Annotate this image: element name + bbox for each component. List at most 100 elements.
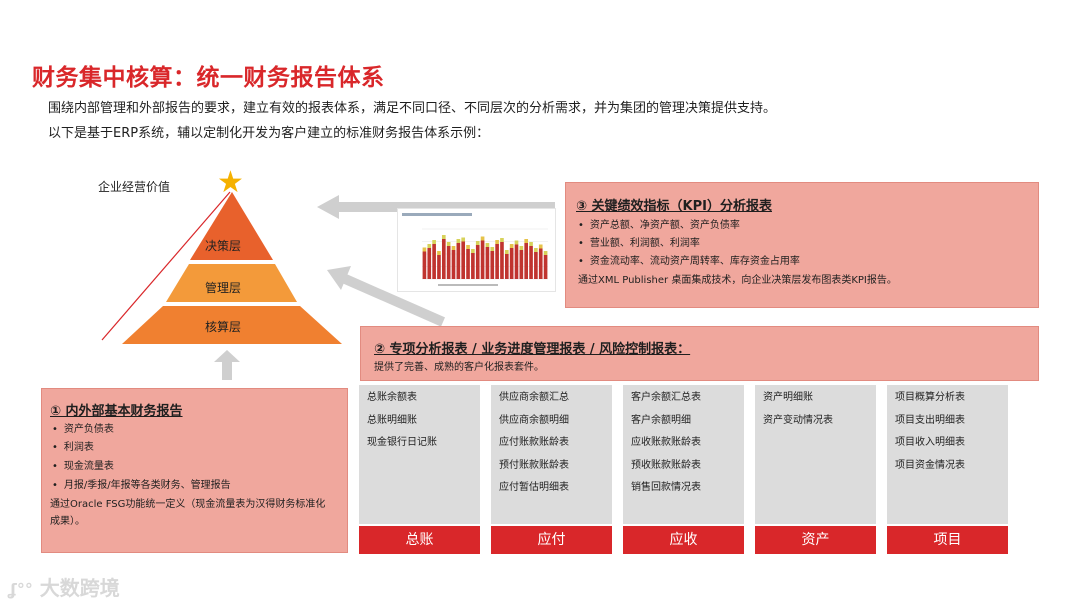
- kpi-chart-thumbnail: [397, 208, 556, 292]
- thumb-bar-cap: [437, 251, 441, 255]
- thumb-bar-cap: [456, 239, 461, 243]
- thumb-bar: [500, 242, 504, 279]
- module-column-gl: 总账余额表 总账明细账 现金银行日记账 总账: [359, 385, 480, 554]
- flow-arrows: [317, 195, 555, 327]
- tier-management-shape: [166, 264, 297, 302]
- module-column-ar: 客户余额汇总表 客户余额明细 应收账款账龄表 预收账款账龄表 销售回款情况表 应…: [623, 385, 744, 554]
- page-title: 财务集中核算：统一财务报告体系: [32, 65, 385, 91]
- report-item: 项目概算分析表: [895, 392, 965, 403]
- thumb-bar: [441, 239, 446, 279]
- flow-arrow-kpi-head: [317, 195, 339, 219]
- watermark-icon: ʆ°°: [8, 580, 33, 599]
- thumb-bar-cap: [519, 246, 524, 250]
- thumb-bar-cap: [427, 244, 432, 248]
- thumb-bar-cap: [451, 246, 456, 250]
- flow-arrow-special-line: [340, 273, 446, 327]
- thumb-bar: [451, 250, 456, 279]
- thumb-bar: [456, 243, 461, 279]
- thumb-bar: [471, 253, 475, 279]
- thumb-bar: [495, 244, 499, 279]
- thumb-bar: [422, 251, 427, 279]
- thumb-bar: [534, 252, 538, 279]
- basic-note-line-1: 通过Oracle FSG功能统一定义（现金流量表为汉得财务标准化: [50, 499, 326, 510]
- report-item: 供应商余额汇总: [499, 392, 569, 403]
- basic-bullet: 资产负债表: [52, 421, 114, 439]
- thumb-bar: [475, 245, 480, 279]
- report-item: 总账明细账: [367, 414, 417, 426]
- up-arrow-icon: [214, 350, 240, 380]
- kpi-bullet: 资产总额、净资产额、资产负债率: [578, 217, 740, 235]
- basic-note-line-2: 成果）。: [50, 516, 85, 527]
- thumb-legend: [438, 284, 498, 286]
- report-item: 总账余额表: [367, 392, 417, 403]
- thumb-bar: [529, 246, 533, 279]
- thumb-bar-cap: [422, 247, 427, 252]
- basic-bullet: 现金流量表: [52, 458, 114, 476]
- report-item: 预付账款账龄表: [499, 459, 569, 471]
- basic-panel-heading: ① 内外部基本财务报告: [50, 404, 183, 419]
- thumb-bar-cap: [471, 249, 475, 253]
- thumb-bar: [427, 248, 432, 279]
- report-item: 资产明细账: [763, 392, 813, 403]
- basic-bullet: 月报/季报/年报等各类财务、管理报告: [52, 477, 231, 495]
- pyramid-top-label: 企业经营价值: [98, 180, 171, 194]
- tier-label-management: 管理层: [204, 281, 241, 295]
- thumb-bar: [446, 246, 451, 279]
- report-item: 现金银行日记账: [367, 437, 437, 449]
- thumb-bar-cap: [432, 240, 436, 244]
- thumb-bar-cap: [446, 242, 451, 246]
- thumb-bar-cap: [534, 248, 538, 252]
- report-item: 应付暂估明细表: [499, 482, 569, 494]
- thumb-bar: [509, 248, 514, 279]
- module-footer-ap: 应付: [491, 526, 612, 554]
- report-item: 项目支出明细表: [895, 414, 965, 426]
- intro-line-1: 围绕内部管理和外部报告的要求，建立有效的报表体系，满足不同口径、不同层次的分析需…: [48, 101, 777, 116]
- kpi-panel-heading: ③ 关键绩效指标（KPI）分析报表: [576, 199, 772, 214]
- special-reports-panel: ② 专项分析报表 / 业务进度管理报表 / 风险控制报表： 提供了完善、成熟的客…: [360, 326, 1039, 381]
- report-item: 客户余额汇总表: [631, 392, 701, 403]
- thumb-header-line: [402, 213, 472, 216]
- report-item: 项目收入明细表: [895, 437, 965, 449]
- report-item: 项目资金情况表: [895, 459, 965, 471]
- thumb-bar-cap: [466, 245, 470, 249]
- tier-accounting-shape: [122, 306, 342, 344]
- thumb-bar: [524, 243, 529, 279]
- module-column-ap: 供应商余额汇总 供应商余额明细 应付账款账龄表 预付账款账龄表 应付暂估明细表 …: [491, 385, 612, 554]
- report-item: 客户余额明细: [631, 414, 691, 426]
- thumb-bar: [519, 250, 524, 279]
- star-icon: ★: [217, 165, 244, 200]
- kpi-bullet: 营业额、利润额、利润率: [578, 235, 700, 253]
- report-item: 应付账款账龄表: [499, 437, 569, 449]
- thumb-bar: [514, 244, 519, 279]
- thumb-bar: [504, 254, 509, 279]
- thumb-bar-cap: [504, 250, 509, 254]
- report-item: 资产变动情况表: [763, 414, 833, 426]
- thumb-bar-cap: [509, 244, 514, 248]
- tier-decision-shape: [190, 192, 273, 260]
- basic-reports-panel: ① 内外部基本财务报告 资产负债表 利润表 现金流量表 月报/季报/年报等各类财…: [41, 388, 348, 553]
- pyramid-outline: [101, 191, 231, 341]
- thumb-bar: [432, 244, 436, 279]
- thumb-bar-cap: [495, 240, 499, 244]
- flow-arrow-special-head: [327, 266, 351, 290]
- thumb-bar-cap: [485, 243, 490, 247]
- watermark-logo: ʆ°° 大数跨境: [8, 572, 120, 601]
- kpi-chart-svg: [402, 213, 548, 286]
- kpi-panel: ③ 关键绩效指标（KPI）分析报表 资产总额、净资产额、资产负债率 营业额、利润…: [565, 182, 1039, 308]
- module-column-project: 项目概算分析表 项目支出明细表 项目收入明细表 项目资金情况表 项目: [887, 385, 1008, 554]
- thumb-bar: [480, 240, 485, 279]
- thumb-bar-cap: [461, 237, 466, 242]
- thumb-bar-cap: [475, 241, 480, 245]
- thumb-bar-cap: [500, 238, 504, 242]
- kpi-note: 通过XML Publisher 桌面集成技术，向企业决策层发布图表类KPI报告。: [578, 275, 897, 286]
- special-panel-note: 提供了完善、成熟的客户化报表套件。: [374, 362, 544, 373]
- thumb-bar: [485, 247, 490, 279]
- thumb-bar-cap: [524, 239, 529, 243]
- tier-label-accounting: 核算层: [204, 320, 241, 334]
- module-footer-fa: 资产: [755, 526, 876, 554]
- thumb-bar-cap: [441, 235, 446, 239]
- report-item: 预收账款账龄表: [631, 459, 701, 471]
- module-footer-ar: 应收: [623, 526, 744, 554]
- thumb-bar-cap: [480, 236, 485, 241]
- basic-bullet: 利润表: [52, 439, 94, 457]
